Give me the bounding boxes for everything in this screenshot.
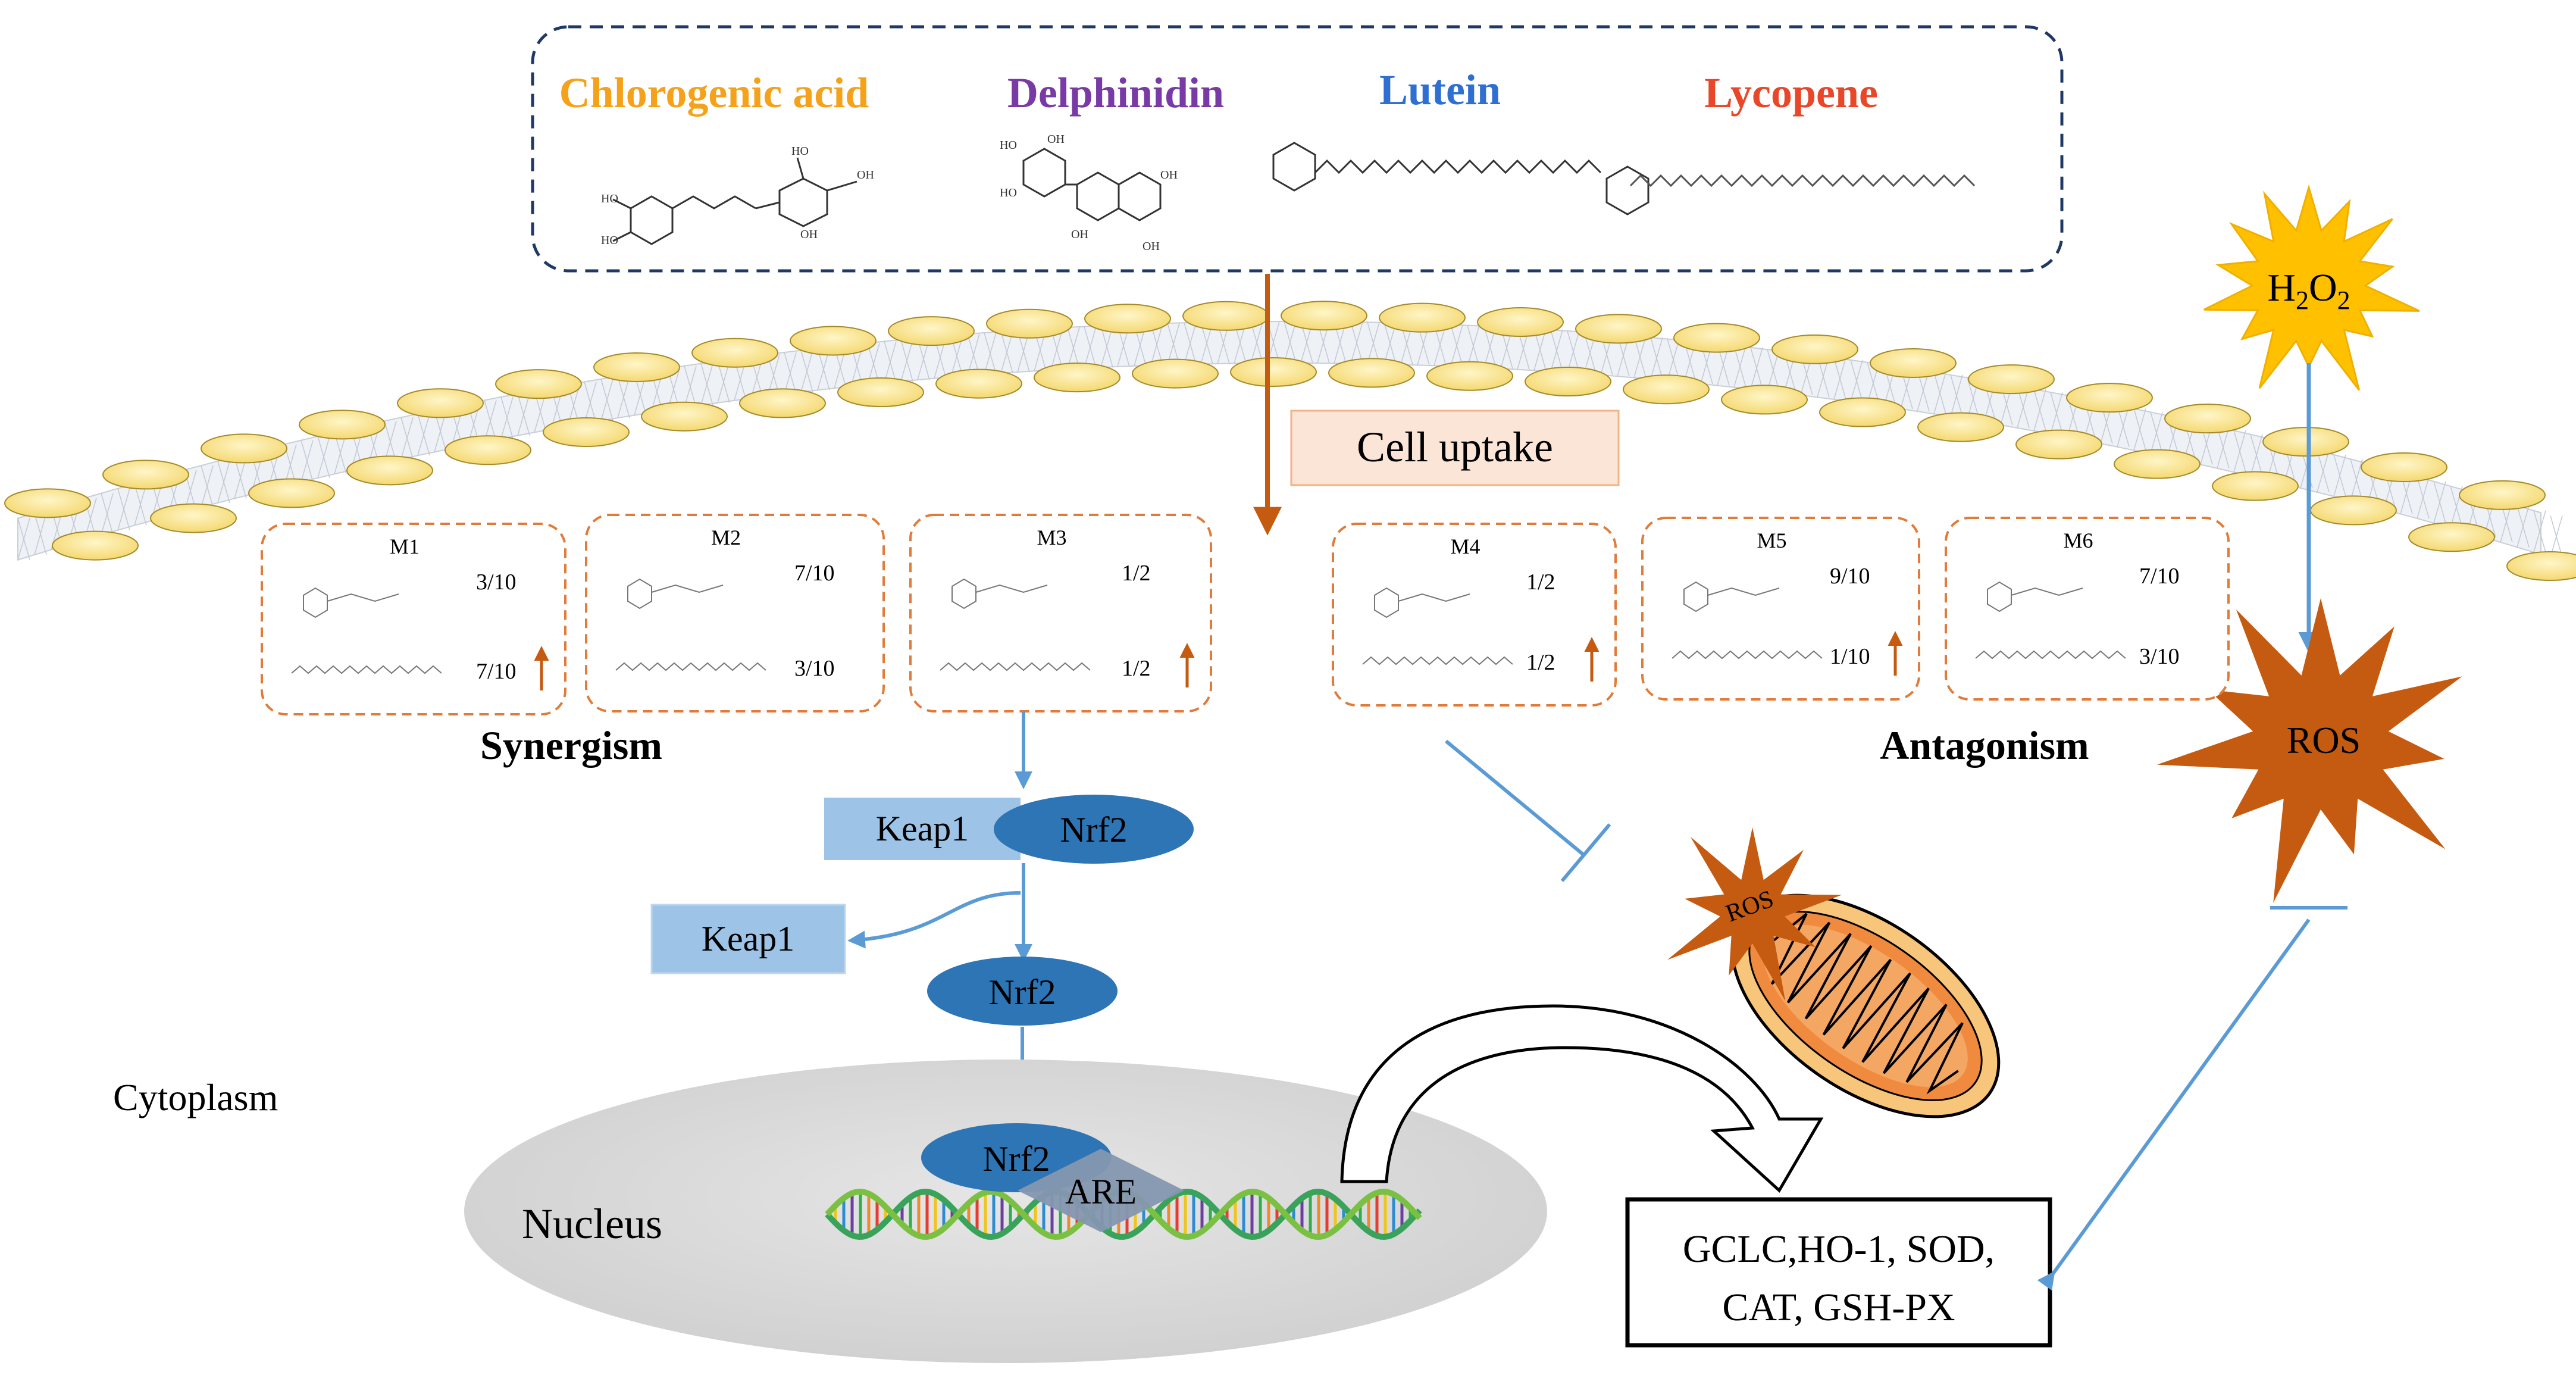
mixture-bottom-ratio: 1/2 [1526, 650, 1555, 675]
compound-chlorogenic-acid-label: Chlorogenic acid [559, 69, 869, 117]
mixture-bottom-ratio: 1/10 [1830, 644, 1870, 669]
ros-star-large: ROS [2156, 598, 2462, 903]
mixture-bottom-ratio: 3/10 [794, 656, 835, 681]
cell-uptake-box: Cell uptake [1290, 410, 1620, 486]
svg-text:HO: HO [1000, 139, 1017, 152]
mixture-molecule-icon [615, 578, 766, 671]
mixture-m6: M6 7/10 3/10 [1945, 517, 2230, 701]
cytoplasm-label: Cytoplasm [113, 1076, 278, 1118]
keap1-bound-label: Keap1 [876, 809, 969, 848]
mixture-molecule-icon [1975, 581, 2126, 660]
keap1-free: Keap1 [650, 904, 846, 974]
nrf2-bound-label: Nrf2 [1060, 810, 1127, 849]
compound-lycopene-label: Lycopene [1704, 69, 1878, 117]
compound-lutein-label: Lutein [1379, 66, 1501, 114]
mixture-m2: M2 7/10 3/10 [585, 514, 885, 712]
mixture-bottom-ratio: 7/10 [476, 659, 517, 684]
mixture-m3: M3 1/2 1/2 [909, 514, 1212, 712]
mixture-label: M4 [1450, 535, 1480, 558]
mixture-label: M1 [390, 535, 420, 558]
are-label: ARE [1065, 1172, 1137, 1211]
mixture-m4: M4 1/2 1/2 [1332, 523, 1617, 707]
mitochondrion-icon [1730, 893, 2001, 1118]
ros-star-small: ROS [1667, 827, 1842, 1001]
are-diamond [1018, 1149, 1184, 1232]
nrf2-nucleus-label: Nrf2 [982, 1139, 1050, 1179]
svg-text:HO: HO [1000, 186, 1017, 199]
lycopene-structure-icon [1629, 174, 1976, 188]
mixture-top-ratio: 3/10 [476, 570, 517, 595]
nrf2-free: Nrf2 [927, 957, 1118, 1026]
mixture-top-ratio: 7/10 [794, 561, 835, 586]
mixture-inhibition-line [1445, 739, 1611, 882]
keap1-free-label: Keap1 [702, 919, 795, 958]
synergism-label: Synergism [480, 723, 662, 768]
nrf2-free-label: Nrf2 [988, 973, 1056, 1012]
cell-uptake-label: Cell uptake [1357, 423, 1553, 471]
nrf2-bound-ellipse [994, 795, 1194, 864]
svg-text:HO: HO [791, 145, 809, 158]
transcription-arrow [1340, 1004, 1824, 1193]
genes-line-2: CAT, GSH-PX [1722, 1286, 1955, 1329]
svg-text:OH: OH [1143, 240, 1160, 253]
mixture-bottom-ratio: 1/2 [1122, 656, 1151, 681]
h2o2-label: H2O2 [2267, 266, 2350, 315]
mixture-top-ratio: 1/2 [1526, 570, 1555, 595]
svg-text:OH: OH [1047, 133, 1065, 146]
genes-line-1: GCLC,HO-1, SOD, [1683, 1227, 1995, 1271]
svg-text:OH: OH [857, 168, 874, 182]
compound-panel: Chlorogenic acid Delphinidin Lutein Lyco… [531, 25, 2064, 273]
compound-delphinidin-label: Delphinidin [1007, 69, 1224, 117]
mixture-label: M6 [2063, 529, 2093, 552]
mixture-molecule-icon [1672, 581, 1823, 660]
svg-text:OH: OH [1160, 168, 1178, 182]
mixture-bottom-ratio: 3/10 [2139, 644, 2180, 669]
mixture-label: M5 [1757, 529, 1786, 552]
mixture-top-ratio: 9/10 [1830, 564, 1870, 589]
mixture-m1: M1 3/10 7/10 [261, 523, 566, 715]
mixture-label: M3 [1037, 526, 1066, 549]
mixture-m5: M5 9/10 1/10 [1641, 517, 1920, 701]
mixture-panels: M1 3/10 7/10 M2 7/10 3/10 M3 1/2 1/2 M4 1/2 1/2 M5 9/… [261, 514, 2230, 715]
mixture-label: M2 [711, 526, 741, 549]
nucleus [464, 1060, 1547, 1363]
lutein-structure-icon [1272, 142, 1649, 215]
nrf2-are-binding: Nrf2 ARE [921, 1123, 1184, 1232]
mixture-molecule-icon [291, 587, 442, 674]
nucleus-label: Nucleus [522, 1200, 662, 1248]
delphinidin-structure-icon [1022, 148, 1162, 221]
antagonism-label: Antagonism [1880, 723, 2089, 768]
mixture-top-ratio: 7/10 [2139, 564, 2180, 589]
genes-inhibits-ros-line [2037, 906, 2347, 1291]
chlorogenic-acid-structure-icon [612, 157, 857, 245]
mixture-molecule-icon [940, 578, 1091, 671]
ros-large-label: ROS [2287, 719, 2361, 761]
keap1-box-bound [824, 798, 1021, 860]
svg-text:HO: HO [601, 192, 618, 205]
svg-text:HO: HO [601, 234, 618, 247]
mixture-top-ratio: 1/2 [1122, 561, 1151, 586]
mixture-molecule-icon [1362, 587, 1513, 665]
antioxidant-genes-box: GCLC,HO-1, SOD, CAT, GSH-PX [1625, 1197, 2052, 1348]
keap1-release-arrow [847, 891, 1021, 949]
cell-membrane [4, 301, 2576, 582]
svg-text:OH: OH [1071, 228, 1088, 241]
svg-text:OH: OH [800, 228, 818, 241]
h2o2-star: H2O2 [2203, 184, 2420, 391]
keap1-nrf2-complex: Keap1 Nrf2 [824, 795, 1194, 864]
